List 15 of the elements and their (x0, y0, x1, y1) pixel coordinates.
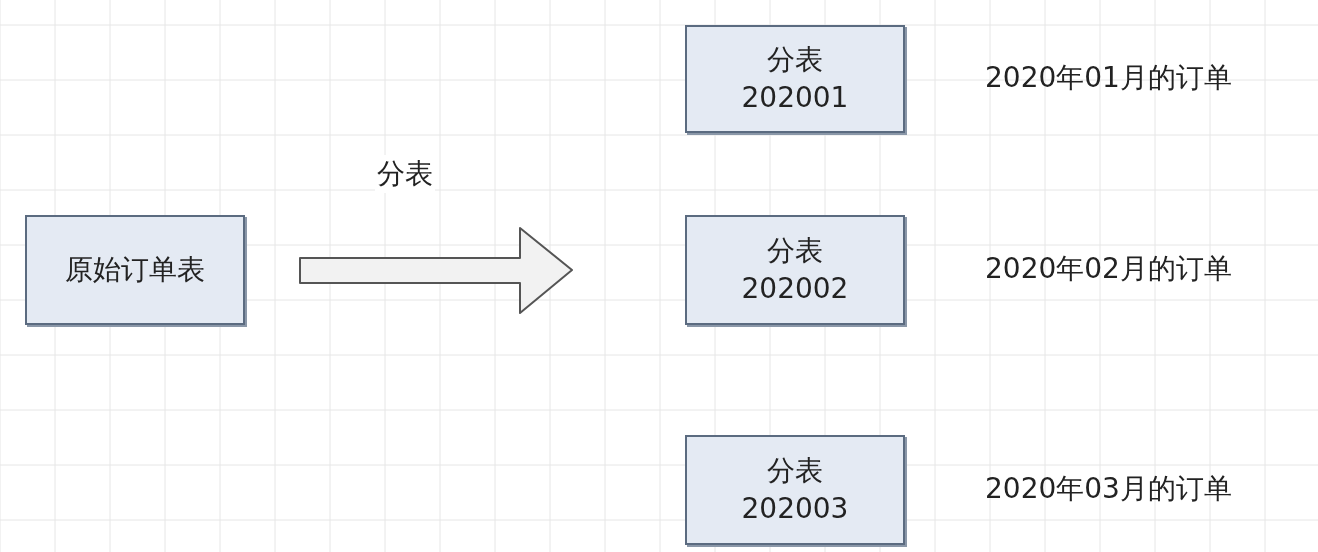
box-label: 分表 (767, 42, 823, 78)
table-note: 2020年03月的订单 (985, 471, 1232, 507)
box-label: 分表 (767, 453, 823, 489)
box-label: 202003 (741, 491, 849, 527)
table-note: 2020年02月的订单 (985, 251, 1232, 287)
table-note: 2020年01月的订单 (985, 60, 1232, 96)
table-box (25, 215, 245, 325)
box-label: 分表 (767, 233, 823, 269)
table-box (685, 215, 905, 325)
box-label: 原始订单表 (65, 252, 205, 288)
table-box (685, 25, 905, 133)
arrow-label: 分表 (375, 155, 435, 193)
box-label: 202002 (741, 271, 849, 307)
box-label: 202001 (741, 80, 849, 116)
table-box (685, 435, 905, 545)
